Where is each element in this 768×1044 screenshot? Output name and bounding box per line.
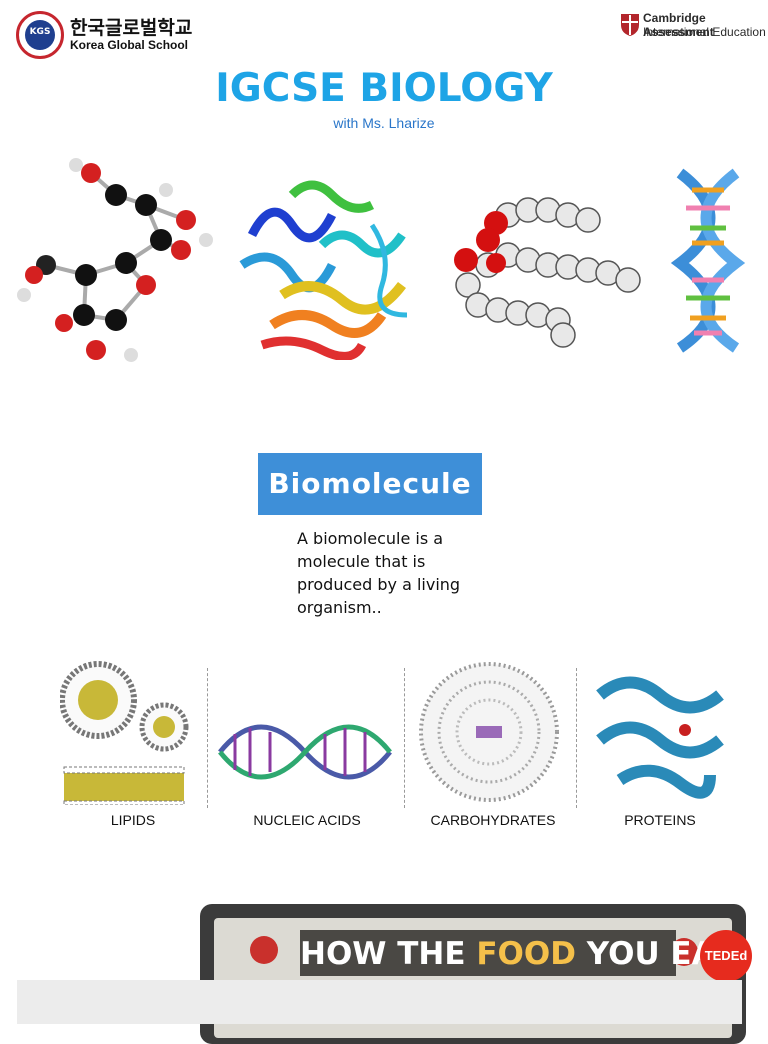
carbohydrates-image xyxy=(419,662,559,802)
cambridge-shield-icon xyxy=(621,14,639,36)
glucose-molecule-image xyxy=(17,158,213,362)
fatty-acid-molecule-image xyxy=(454,197,641,348)
kgs-seal-text: KGS xyxy=(29,27,51,37)
biomolecule-heading-box: Biomolecule xyxy=(258,453,482,515)
page-subtitle: with Ms. Lharize xyxy=(333,115,435,131)
school-name-korean: 한국글로벌학교 xyxy=(70,17,193,39)
divider xyxy=(576,668,577,808)
biomolecule-heading: Biomolecule xyxy=(268,467,472,500)
proteins-image xyxy=(596,676,724,799)
video-title-banner: HOW THE FOOD YOU EAT xyxy=(300,930,734,976)
nucleic-acids-image xyxy=(218,724,392,780)
video-title: HOW THE FOOD YOU EAT xyxy=(300,936,734,972)
cambridge-subtitle: International Education xyxy=(643,25,766,39)
kgs-seal-icon: KGS xyxy=(16,11,64,59)
ted-ed-label: TEDEd xyxy=(704,948,748,963)
lipids-image xyxy=(60,661,189,805)
label-lipids: LIPIDS xyxy=(110,812,156,828)
video-overlay-panel xyxy=(17,980,742,1024)
cambridge-name: Cambridge Assessment xyxy=(643,11,714,39)
video-title-highlight: FOOD xyxy=(476,936,576,972)
biomolecule-definition: A biomolecule is a molecule that is prod… xyxy=(297,529,461,617)
label-nucleic-acids: NUCLEIC ACIDS xyxy=(253,812,361,828)
protein-ribbon-image xyxy=(239,180,408,360)
divider xyxy=(207,668,208,808)
label-proteins: PROTEINS xyxy=(624,812,696,828)
divider xyxy=(404,668,405,808)
tomato-icon xyxy=(250,936,278,964)
school-name-english: Korea Global School xyxy=(70,38,189,52)
ted-ed-logo: TEDEd xyxy=(700,930,752,982)
page-title: IGCSE BIOLOGY xyxy=(215,66,553,111)
dna-double-helix-image xyxy=(670,168,746,353)
video-title-part1: HOW THE xyxy=(300,936,477,972)
label-carbohydrates: CARBOHYDRATES xyxy=(430,812,556,828)
